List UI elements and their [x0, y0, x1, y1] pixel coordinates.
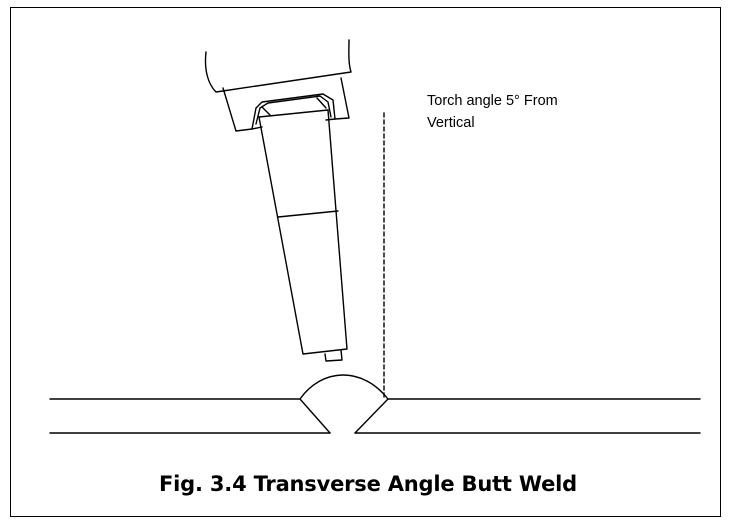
figure-caption: Fig. 3.4 Transverse Angle Butt Weld — [159, 472, 577, 496]
workpiece-plates — [49, 398, 701, 434]
annotation-line-1: Torch angle 5° From — [427, 93, 558, 109]
torch-angle-annotation: Torch angle 5° From Vertical — [427, 90, 657, 134]
torch-barrel — [258, 109, 348, 362]
figure-frame — [10, 7, 721, 517]
torch-head — [204, 39, 352, 132]
annotation-line-2: Vertical — [427, 115, 475, 131]
weld-bead — [299, 374, 389, 400]
